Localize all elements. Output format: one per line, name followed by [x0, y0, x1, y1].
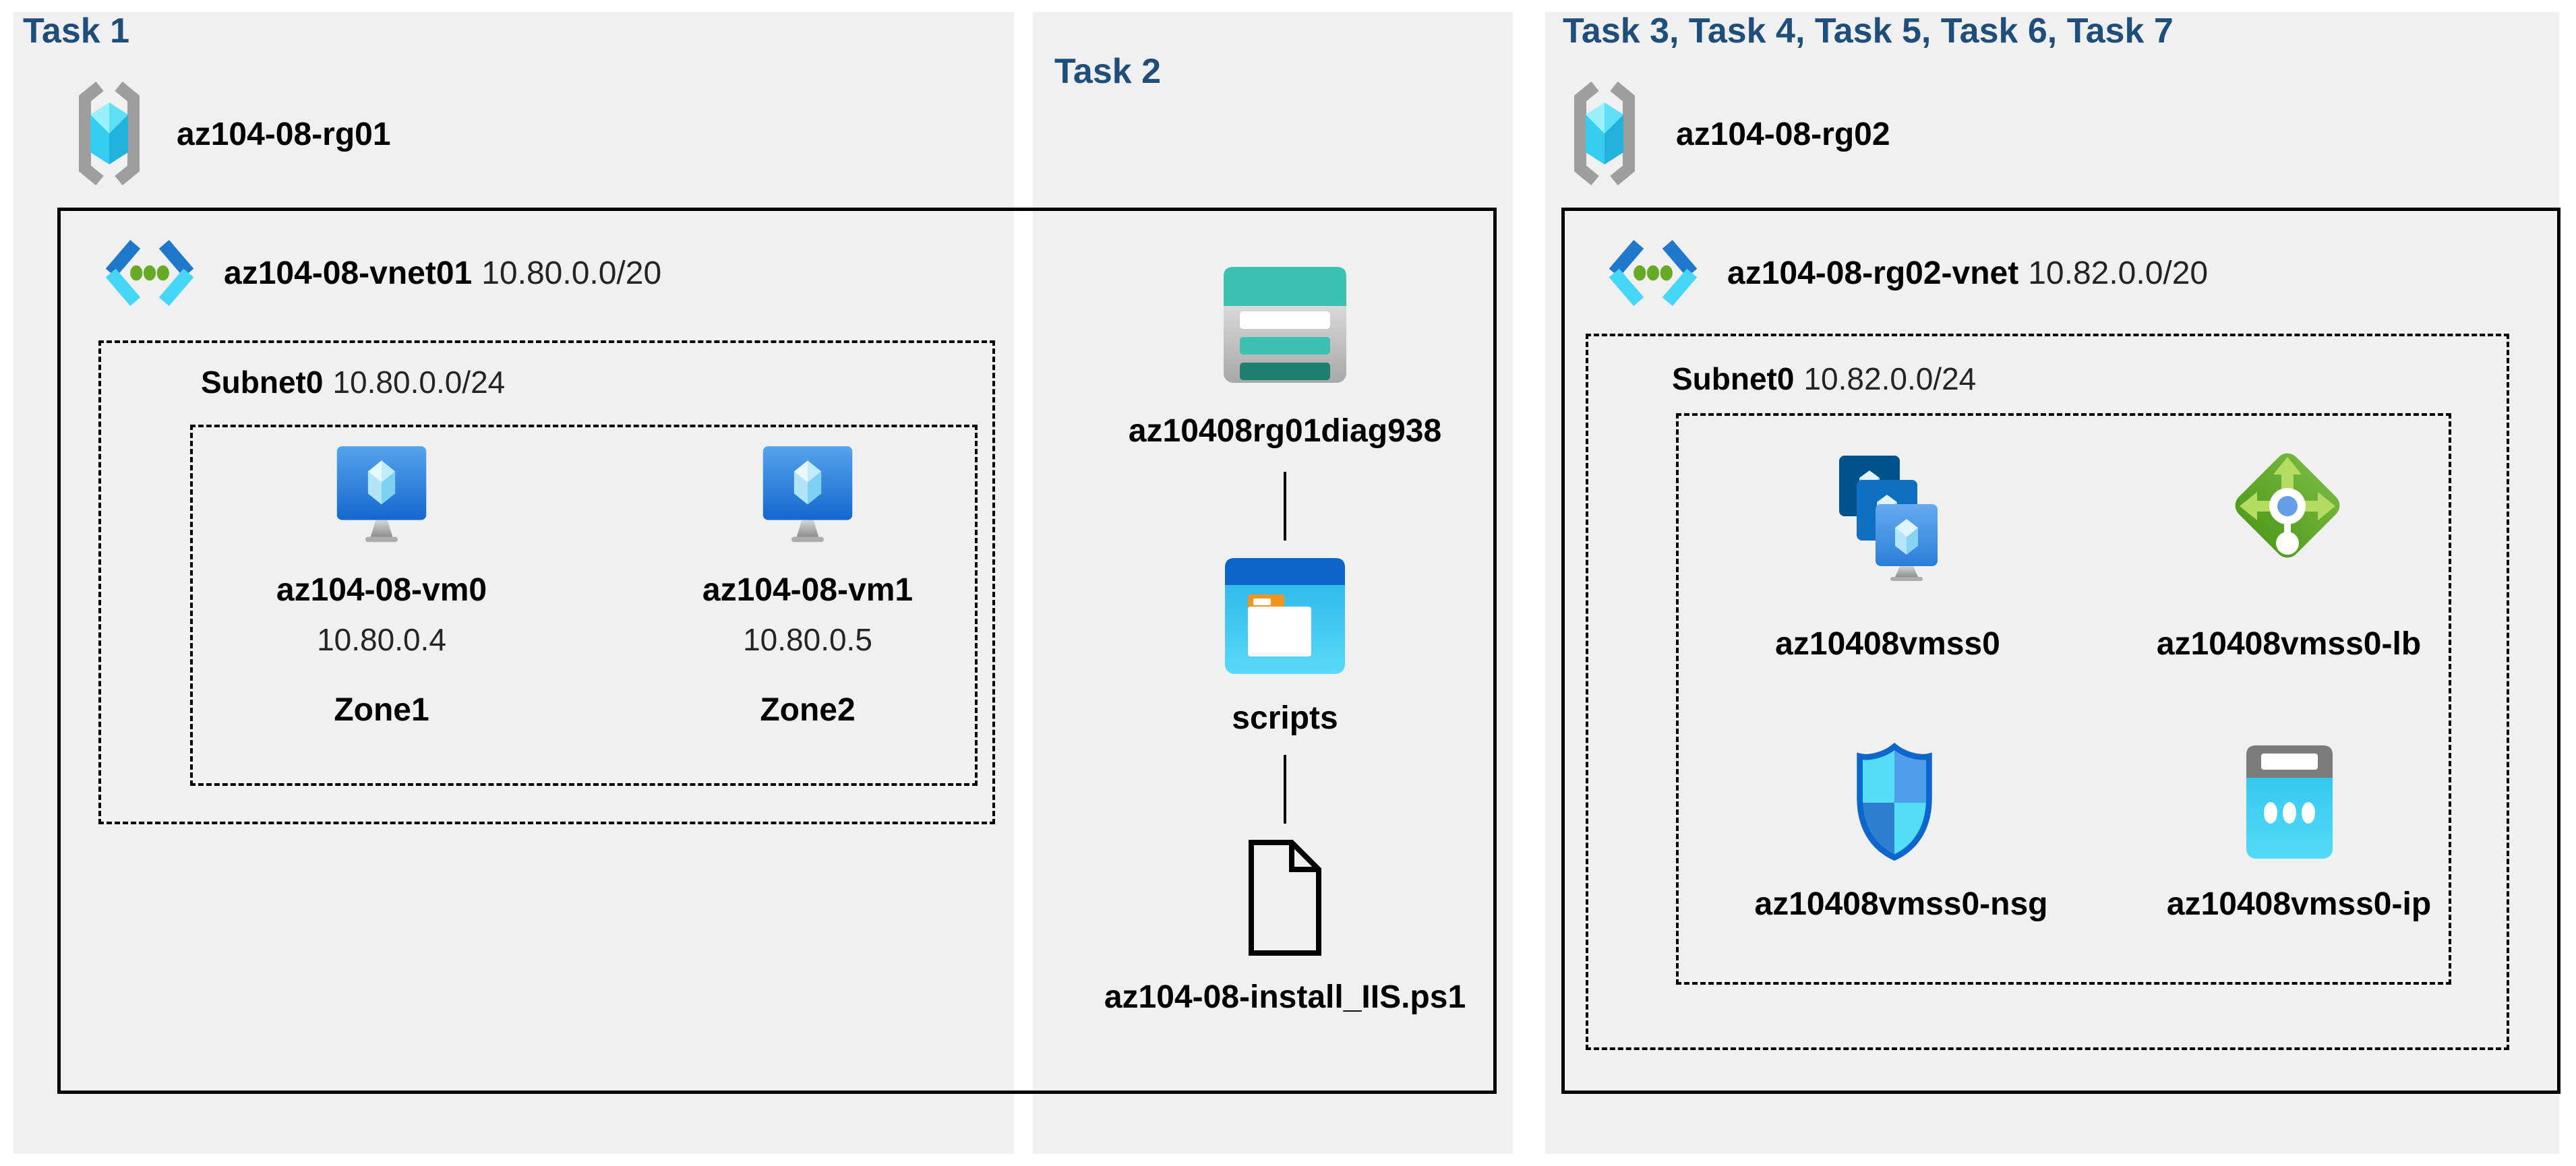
vm-scale-set-icon — [1839, 456, 1938, 581]
connector-scripts-file — [1284, 755, 1286, 824]
nsg-shield-icon — [1857, 742, 1932, 861]
subnet0-cidr-task3: 10.82.0.0/24 — [1803, 361, 1977, 396]
vnet01-name: az104-08-vnet01 — [224, 255, 473, 291]
task2-header: Task 2 — [1054, 52, 1162, 91]
lb-label: az10408vmss0-lb — [2156, 626, 2422, 662]
subnet0-name-task1: Subnet0 — [201, 365, 324, 400]
blob-container-icon — [1225, 558, 1345, 674]
subnet0-name-task3: Subnet0 — [1672, 361, 1795, 396]
panel-task1 — [13, 12, 1014, 1154]
storage-account-icon — [1224, 267, 1346, 383]
rg02-label: az104-08-rg02 — [1676, 117, 1890, 152]
scripts-container-label: scripts — [1232, 700, 1338, 736]
load-balancer-icon — [2235, 453, 2340, 558]
vm1-ip: 10.80.0.5 — [743, 622, 872, 657]
rg01-label: az104-08-rg01 — [177, 117, 391, 152]
vmss-resources-box — [1676, 413, 2451, 985]
nsg-label: az10408vmss0-nsg — [1754, 886, 2048, 922]
vm1-zone: Zone2 — [760, 692, 856, 728]
virtual-machine-icon — [762, 446, 853, 543]
rg02-vnet-boundary-box — [1561, 208, 2560, 1094]
resource-group-icon — [79, 82, 140, 185]
rg02-vnet-cidr: 10.82.0.0/20 — [2028, 255, 2209, 291]
subnet0-box-task1 — [98, 340, 995, 824]
script-file-label: az104-08-install_IIS.ps1 — [1104, 979, 1466, 1015]
vnet01-boundary-box — [57, 208, 1497, 1094]
virtual-network-icon — [1609, 240, 1698, 306]
virtual-machine-icon — [336, 446, 427, 543]
panel-task3 — [1545, 12, 2559, 1154]
subnet0-cidr-task1: 10.80.0.0/24 — [332, 365, 506, 400]
vm1-name: az104-08-vm1 — [702, 572, 913, 608]
subnet0-box-task3 — [1586, 334, 2509, 1050]
vm0-name: az104-08-vm0 — [276, 572, 487, 608]
vm0-ip: 10.80.0.4 — [317, 622, 446, 657]
rg02-vnet-name: az104-08-rg02-vnet — [1727, 255, 2019, 291]
virtual-network-icon — [105, 240, 194, 306]
vmss-label: az10408vmss0 — [1775, 626, 2000, 662]
vm0-zone: Zone1 — [334, 692, 429, 728]
vnet01-cidr: 10.80.0.0/20 — [481, 255, 662, 291]
task1-header: Task 1 — [23, 11, 130, 51]
vm-zone-box-task1 — [190, 425, 978, 786]
storage-account-label: az10408rg01diag938 — [1128, 413, 1442, 449]
file-icon — [1249, 840, 1321, 956]
public-ip-label: az10408vmss0-ip — [2166, 886, 2432, 922]
resource-group-icon — [1574, 82, 1635, 185]
public-ip-icon — [2246, 745, 2333, 859]
connector-storage-scripts — [1284, 472, 1286, 541]
task3-header: Task 3, Task 4, Task 5, Task 6, Task 7 — [1563, 11, 2174, 51]
